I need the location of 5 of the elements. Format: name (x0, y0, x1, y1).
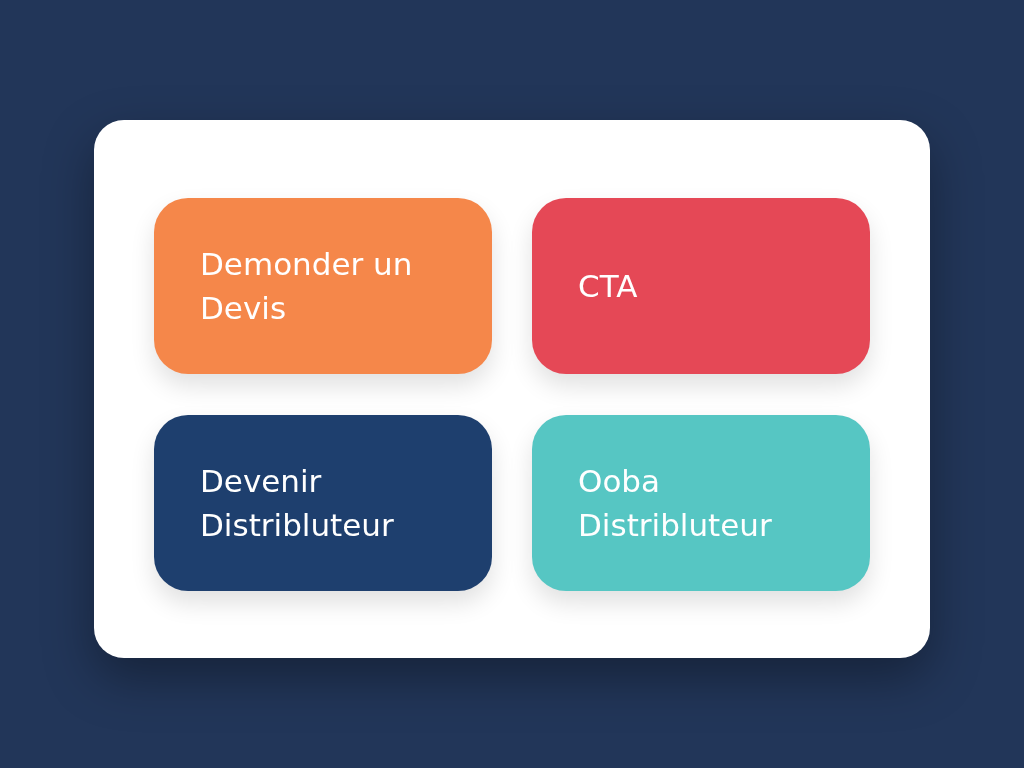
card (94, 120, 930, 658)
action-button: Devenir Distribluteur (154, 415, 492, 591)
action-button: Demonder un Devis (154, 198, 492, 374)
action-button: Ooba Distribluteur (532, 415, 870, 591)
action-button: CTA (532, 198, 870, 374)
